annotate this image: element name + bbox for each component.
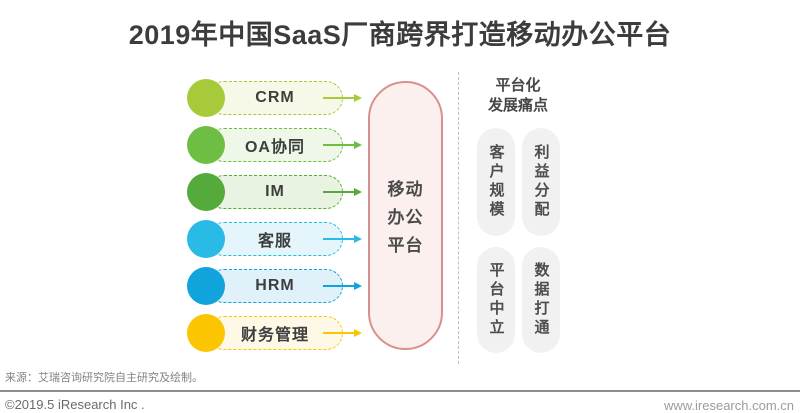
category-dot xyxy=(187,267,225,305)
flow-arrow-icon xyxy=(323,97,354,99)
flow-arrow-icon xyxy=(323,238,354,240)
source-row-finance: 财务管理 xyxy=(187,314,365,352)
source-row-hrm: HRM xyxy=(187,267,365,305)
copyright-text: ©2019.5 iResearch Inc . xyxy=(5,397,145,412)
flow-arrow-icon xyxy=(323,332,354,334)
pain-point-label: 利益分配 xyxy=(532,144,550,220)
source-row-oa: OA协同 xyxy=(187,126,365,164)
platform-label-line: 办公 xyxy=(387,208,424,227)
pain-points-heading: 平台化 发展痛点 xyxy=(462,76,574,116)
category-dot xyxy=(187,220,225,258)
pain-points-heading-line: 平台化 xyxy=(495,77,541,94)
platform-label-line: 平台 xyxy=(387,236,424,255)
section-divider xyxy=(458,72,459,364)
category-label: HRM xyxy=(255,277,295,294)
source-note: 来源：艾瑞咨询研究院自主研究及绘制。 xyxy=(5,372,203,384)
pain-points-heading-line: 发展痛点 xyxy=(487,97,548,114)
category-label: 财务管理 xyxy=(240,327,309,344)
pain-point-label: 客户规模 xyxy=(487,144,505,220)
category-dot xyxy=(187,173,225,211)
source-row-crm: CRM xyxy=(187,79,365,117)
flow-arrow-icon xyxy=(323,144,354,146)
category-label: CRM xyxy=(255,89,295,106)
category-label: IM xyxy=(265,183,285,200)
pain-point-pill-benefit-distribution: 利益分配 xyxy=(522,128,560,236)
source-row-im: IM xyxy=(187,173,365,211)
source-row-customer-service: 客服 xyxy=(187,220,365,258)
pain-point-label: 平台中立 xyxy=(487,262,505,338)
page-title: 2019年中国SaaS厂商跨界打造移动办公平台 xyxy=(128,20,672,50)
category-pill: CRM xyxy=(207,81,343,115)
pain-point-label: 数据打通 xyxy=(532,262,550,338)
category-dot xyxy=(187,126,225,164)
category-pill: 客服 xyxy=(207,222,343,256)
category-pill: HRM xyxy=(207,269,343,303)
pain-point-pill-data-connection: 数据打通 xyxy=(522,247,560,353)
pain-point-pill-customer-scale: 客户规模 xyxy=(477,128,515,236)
footer-divider xyxy=(0,390,800,392)
category-pill: 财务管理 xyxy=(207,316,343,350)
pain-point-pill-platform-neutrality: 平台中立 xyxy=(477,247,515,353)
platform-label-line: 移动 xyxy=(387,180,424,199)
flow-arrow-icon xyxy=(323,191,354,193)
flow-arrow-icon xyxy=(323,285,354,287)
category-dot xyxy=(187,314,225,352)
category-label: 客服 xyxy=(257,233,292,250)
category-label: OA协同 xyxy=(244,139,305,156)
category-dot xyxy=(187,79,225,117)
category-pill: IM xyxy=(207,175,343,209)
mobile-office-platform-pill: 移动 办公 平台 xyxy=(368,81,443,350)
website-url: www.iresearch.com.cn xyxy=(663,398,794,413)
